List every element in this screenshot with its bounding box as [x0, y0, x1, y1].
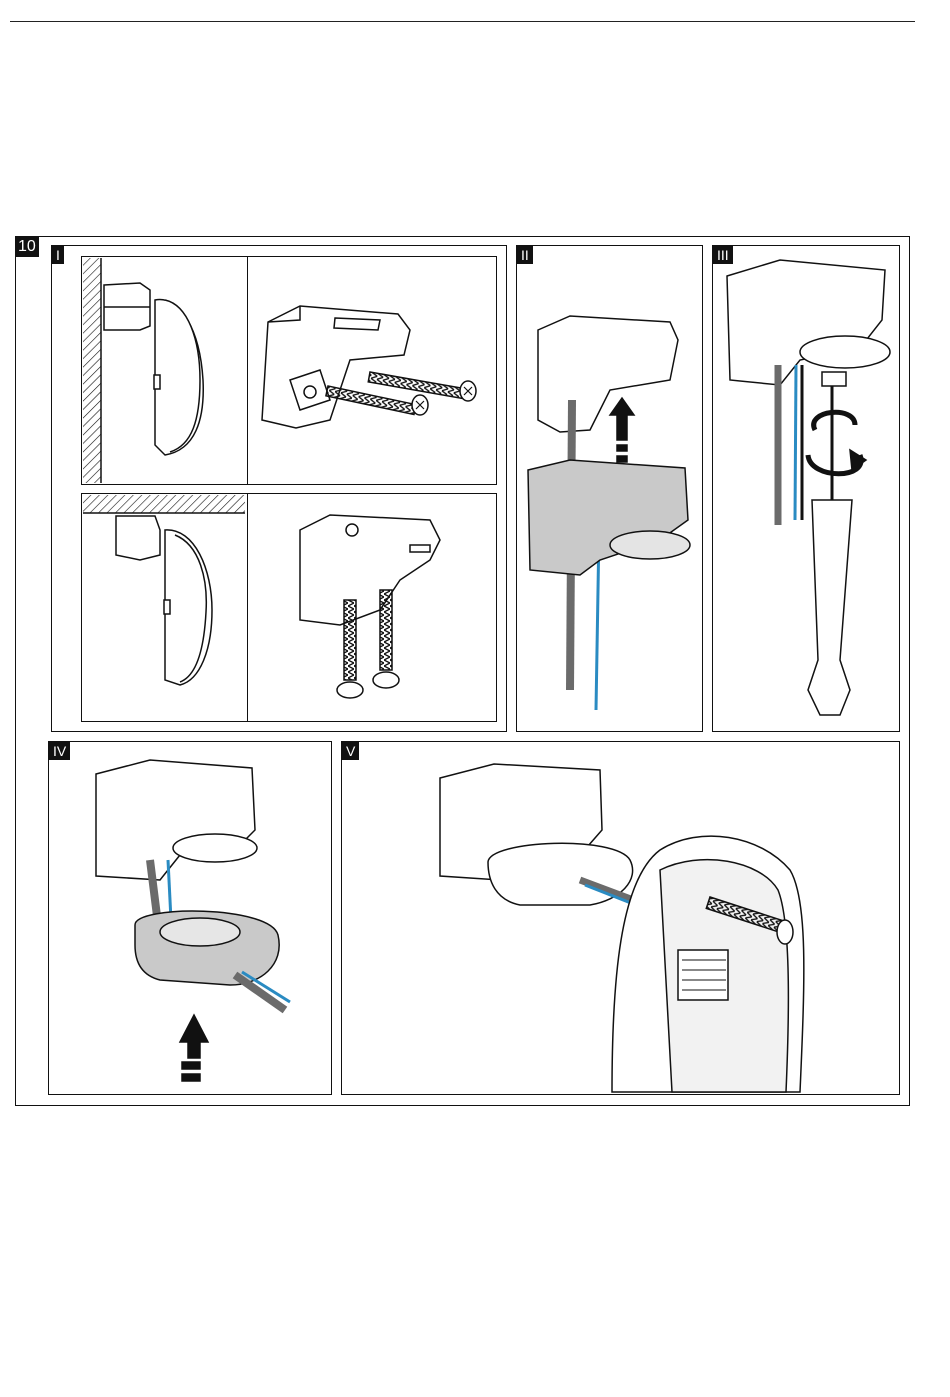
step-ii-illustration [528, 316, 690, 710]
bracket-wall-screws [262, 306, 476, 428]
step-iv-illustration [96, 760, 290, 1081]
bracket-ceiling-screws [300, 515, 440, 698]
wall-bracket-side [104, 283, 203, 455]
wall-hatch [83, 258, 101, 483]
step-v-illustration [440, 764, 804, 1092]
step-iii-illustration [727, 260, 890, 715]
ceiling-hatch [83, 495, 245, 513]
ceiling-bracket-side [116, 516, 212, 685]
